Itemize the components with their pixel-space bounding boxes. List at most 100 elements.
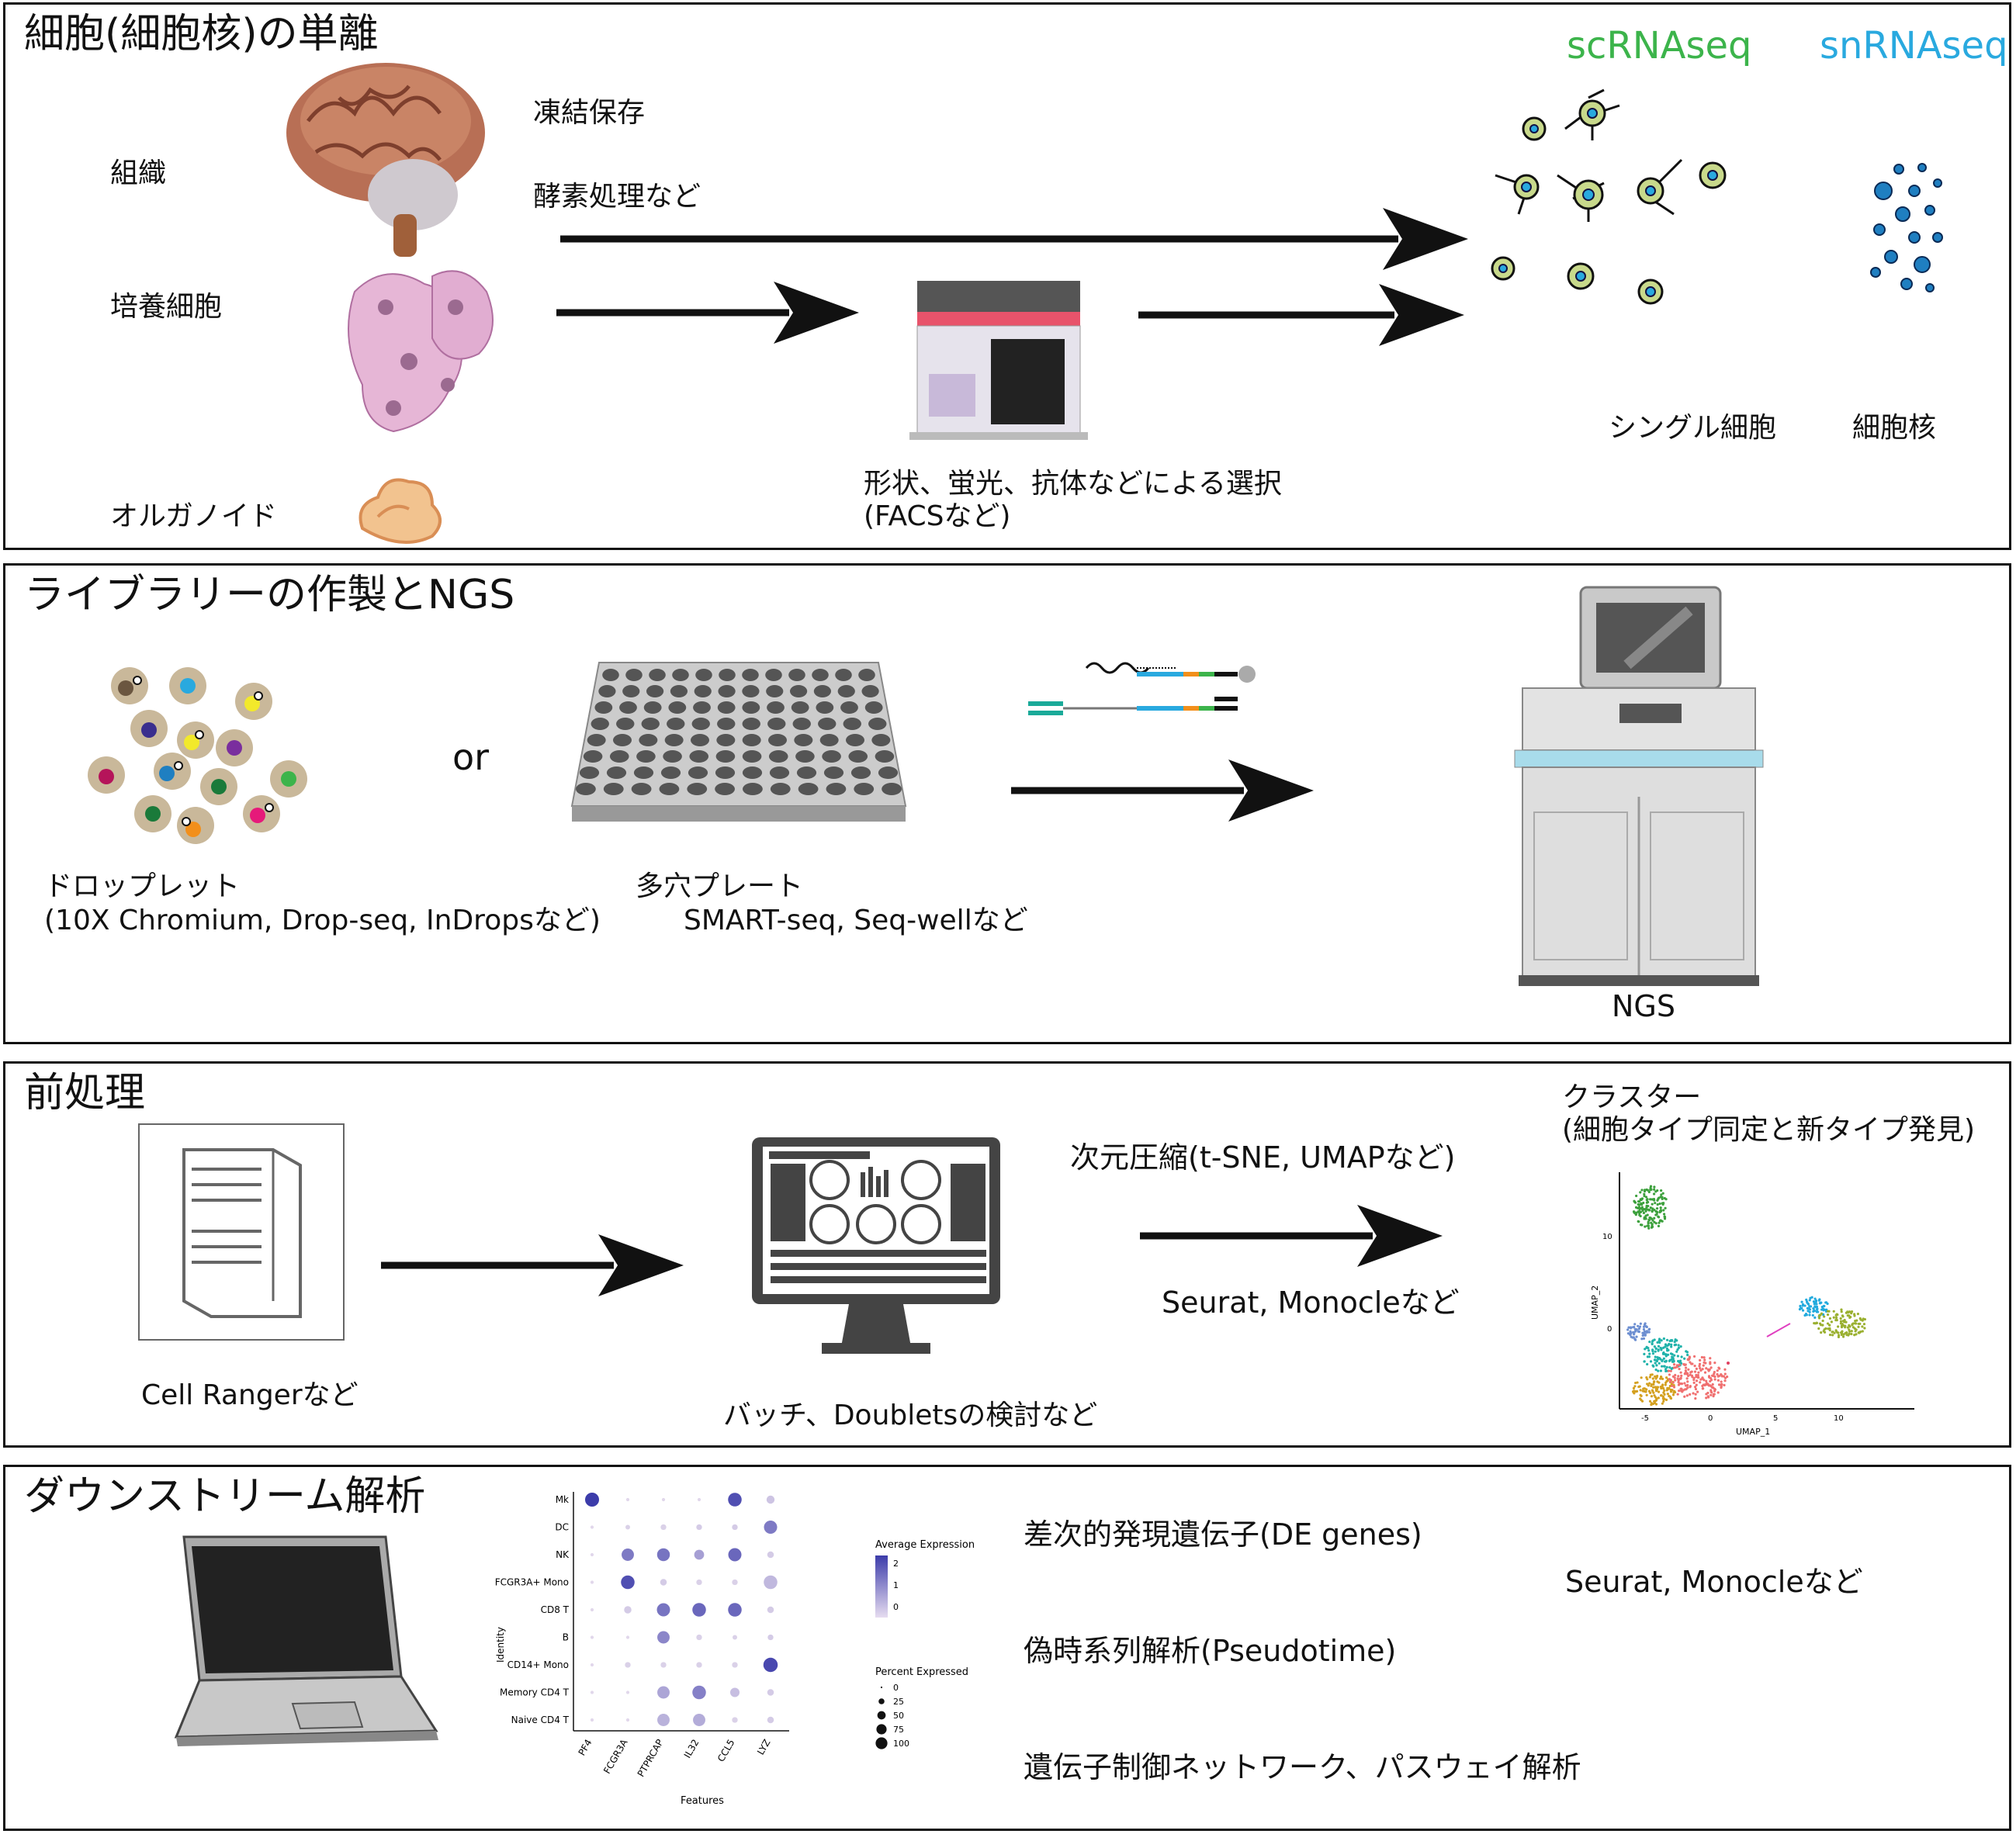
- panel-title: 細胞(細胞核)の単離: [24, 11, 379, 57]
- umap-point: [1640, 1207, 1643, 1210]
- umap-point: [1706, 1368, 1710, 1371]
- umap-point: [1633, 1392, 1636, 1395]
- umap-point: [1648, 1340, 1651, 1344]
- umap-point: [1820, 1301, 1823, 1304]
- nuclei-illustration: [1870, 163, 1943, 292]
- arrow-to-facs: [556, 282, 859, 344]
- umap-point: [1656, 1356, 1659, 1359]
- well-plate-illustration: [570, 662, 907, 822]
- umap-point: [1662, 1400, 1665, 1403]
- umap-point: [1662, 1202, 1665, 1205]
- dot-naive-cd4-t-fcgr3a: [625, 1718, 630, 1722]
- umap-point: [1663, 1217, 1667, 1220]
- dot-b-ptprcap: [657, 1631, 670, 1644]
- umap-point: [1685, 1366, 1688, 1369]
- umap-point: [1633, 1323, 1637, 1326]
- umap-point: [1649, 1185, 1653, 1188]
- dot-dc-pf4: [590, 1525, 594, 1529]
- umap-point: [1646, 1362, 1649, 1366]
- umap-point: [1664, 1206, 1667, 1209]
- arrow-to-ngs: [1011, 760, 1314, 822]
- dot-cd14-mono-ptprcap: [660, 1662, 667, 1668]
- umap-point: [1647, 1346, 1650, 1350]
- umap-point: [1677, 1375, 1680, 1378]
- umap-point: [1831, 1334, 1834, 1337]
- umap-point: [1664, 1376, 1668, 1379]
- umap-point: [1678, 1363, 1681, 1366]
- label-ngs: NGS: [1612, 989, 1675, 1023]
- umap-point: [1668, 1386, 1671, 1389]
- umap-point: [1630, 1335, 1633, 1338]
- umap-point: [1693, 1365, 1696, 1368]
- umap-point: [1716, 1391, 1720, 1394]
- umap-point: [1671, 1381, 1675, 1384]
- umap-point: [1812, 1306, 1815, 1310]
- umap-point: [1633, 1212, 1637, 1215]
- umap-point: [1650, 1221, 1653, 1224]
- umap-point: [1642, 1387, 1645, 1390]
- umap-point: [1643, 1323, 1647, 1327]
- legend-expression-tick: 2: [893, 1559, 899, 1569]
- umap-point: [1678, 1389, 1681, 1393]
- umap-point: [1723, 1379, 1727, 1382]
- umap-point: [1656, 1203, 1659, 1206]
- label-cellranger: Cell Rangerなど: [141, 1379, 359, 1411]
- umap-point: [1692, 1392, 1695, 1395]
- umap-point: [1648, 1400, 1652, 1403]
- umap-point: [1633, 1330, 1637, 1333]
- ngs-sequencer-icon: [1514, 586, 1764, 986]
- umap-point: [1639, 1191, 1642, 1194]
- dot-naive-cd4-t-ptprcap: [657, 1714, 670, 1726]
- label-single-cell: シングル細胞: [1609, 412, 1777, 444]
- umap-point: [1828, 1333, 1832, 1337]
- umap-point: [1820, 1331, 1823, 1334]
- umap-point: [1680, 1382, 1684, 1386]
- umap-point: [1644, 1225, 1647, 1228]
- umap-point: [1801, 1303, 1805, 1306]
- umap-point: [1670, 1343, 1673, 1346]
- umap-point: [1849, 1316, 1852, 1319]
- umap-point: [1637, 1202, 1640, 1206]
- dot-cd14-mono-pf4: [590, 1663, 594, 1667]
- umap-point: [1642, 1201, 1645, 1205]
- umap-point: [1695, 1373, 1698, 1377]
- umap-point: [1647, 1190, 1651, 1194]
- legend-percent-label: 75: [893, 1725, 904, 1735]
- umap-point: [1713, 1361, 1716, 1365]
- umap-point: [1808, 1313, 1811, 1317]
- umap-point: [1666, 1379, 1669, 1382]
- umap-point: [1677, 1383, 1681, 1386]
- umap-point: [1694, 1397, 1697, 1400]
- panel-cell-isolation: 細胞(細胞核)の単離 組織 培養細胞 オルガノイド 凍結保存 酵素処理など 形状…: [3, 2, 2011, 550]
- umap-point: [1671, 1375, 1675, 1378]
- umap-point: [1633, 1327, 1637, 1331]
- dot-dc-il32: [696, 1524, 702, 1531]
- arrow-direct: [560, 208, 1468, 270]
- legend-percent-dot: [875, 1737, 888, 1749]
- label-batch: バッチ、Doubletsの検討など: [723, 1400, 1098, 1431]
- label-organoid: オルガノイド: [110, 500, 277, 532]
- umap-point: [1689, 1371, 1692, 1374]
- umap-point: [1649, 1391, 1652, 1394]
- umap-point: [1632, 1336, 1635, 1339]
- umap-point: [1644, 1216, 1647, 1220]
- umap-point: [1838, 1334, 1841, 1337]
- umap-point: [1707, 1396, 1710, 1399]
- label-droplet-line2: (10X Chromium, Drop-seq, InDropsなど): [44, 905, 601, 936]
- umap-point: [1690, 1374, 1694, 1377]
- umap-point: [1846, 1314, 1849, 1317]
- dot-nk-pf4: [590, 1552, 594, 1557]
- dot-dc-fcgr3a: [625, 1524, 631, 1530]
- umap-point: [1842, 1333, 1845, 1336]
- dot-memory-cd4-t-ptprcap: [657, 1686, 670, 1699]
- dot-cd8-t-il32: [692, 1603, 706, 1617]
- umap-point: [1629, 1333, 1632, 1336]
- umap-point: [1657, 1348, 1660, 1351]
- umap-point: [1658, 1202, 1661, 1206]
- umap-point: [1648, 1382, 1651, 1385]
- umap-point: [1666, 1393, 1669, 1396]
- arrow-from-facs: [1138, 284, 1464, 346]
- umap-point: [1626, 1328, 1630, 1331]
- umap-point: [1817, 1317, 1821, 1320]
- umap-point: [1817, 1299, 1820, 1302]
